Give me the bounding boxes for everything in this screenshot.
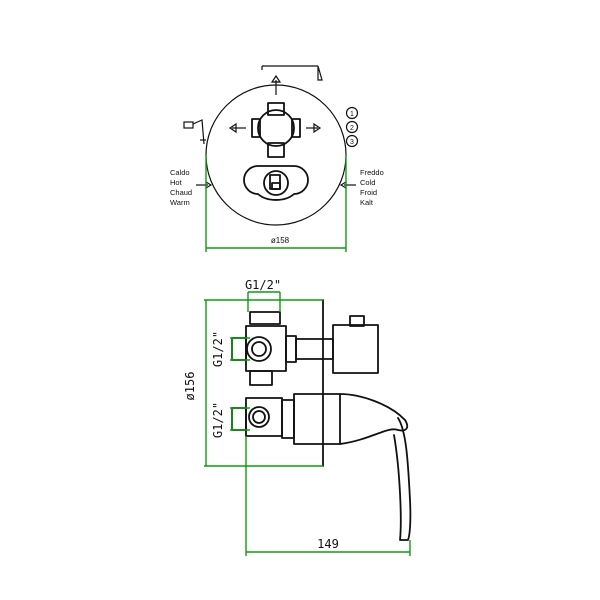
upper-connection-dimension (230, 337, 250, 361)
diverter-body (251, 102, 301, 158)
upper-connection-label: G1/2" (211, 331, 225, 367)
upper-spindle (295, 338, 334, 360)
position-marker-1: 1 (350, 111, 354, 118)
top-connection-label: G1/2" (245, 278, 281, 292)
hot-label-de: Warm (170, 198, 190, 207)
position-marker-1-circle (345, 106, 359, 120)
cold-label-en: Cold (360, 178, 375, 187)
upper-inlet-connection (231, 337, 247, 361)
height-156-label: ø156 (183, 372, 197, 401)
lower-connection-label: G1/2" (211, 402, 225, 438)
hot-label-it: Caldo (170, 168, 190, 177)
arrow-left-icon (228, 122, 246, 134)
hot-label-fr: Chaud (170, 188, 192, 197)
position-markers: 1 2 3 (345, 106, 359, 148)
shower-head-icon (261, 65, 323, 81)
cold-label-it: Freddo (360, 168, 384, 177)
cold-label-de: Kalt (360, 198, 374, 207)
cold-label-fr: Froid (360, 188, 377, 197)
position-marker-3-circle (345, 134, 359, 148)
cold-labels: Freddo Cold Froid Kalt (360, 168, 384, 207)
depth-149-label: 149 (317, 537, 339, 551)
mixer-port-outer (248, 406, 270, 428)
mixer-handle-base (293, 393, 409, 445)
diverter-knob-cap (349, 315, 365, 327)
upper-shaft-coupling (285, 335, 297, 363)
depth-149-dimension (245, 436, 411, 556)
diverter-bottom-port (249, 370, 273, 386)
hot-inlet-arrow-icon (196, 180, 213, 190)
diverter-port-inner (251, 341, 267, 357)
hand-shower-icon (183, 119, 206, 145)
diameter-158-dimension: ø158 (205, 155, 347, 252)
mixer-valve-body (245, 397, 283, 437)
front-view: Caldo Hot Chaud Warm Freddo Cold Froid K… (170, 65, 384, 252)
lower-shaft-coupling (281, 399, 295, 439)
top-connection-dimension (247, 291, 281, 312)
height-156-dimension (204, 299, 323, 467)
diameter-158-label: ø158 (271, 236, 290, 245)
top-connection (249, 311, 281, 325)
mixer-lever (393, 417, 412, 541)
diverter-knob (332, 324, 379, 374)
lower-connection-dimension (230, 407, 250, 431)
arrow-up-icon (270, 74, 282, 95)
position-marker-2: 2 (350, 125, 354, 132)
lower-inlet-connection (231, 407, 247, 431)
position-marker-3: 3 (350, 139, 354, 146)
hot-labels: Caldo Hot Chaud Warm (170, 168, 192, 207)
position-marker-2-circle (345, 120, 359, 134)
hot-label-en: Hot (170, 178, 183, 187)
side-view: G1/2" G1/2" G1/2" ø156 (183, 278, 412, 556)
mixer-port-inner (252, 410, 266, 424)
cold-inlet-arrow-icon (339, 180, 356, 190)
cover-plate-circle (205, 84, 347, 226)
diverter-port-outer (246, 336, 272, 362)
arrow-right-icon (306, 122, 322, 134)
mixer-body (243, 165, 309, 201)
